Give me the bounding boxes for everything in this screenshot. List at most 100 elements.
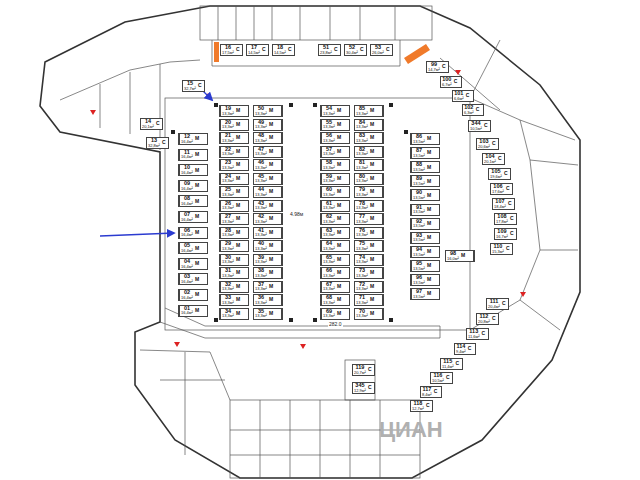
text-stack: 1026,3м²	[464, 105, 474, 115]
storage-room: 1016,6м²С	[452, 90, 474, 102]
area-value: 13,3м²	[323, 193, 335, 197]
text-stack: 1332,8м²	[148, 138, 160, 148]
text-stack: 6613,3м²	[323, 268, 335, 278]
area-value: 13,3м²	[255, 247, 267, 251]
text-stack: 5326,0м²	[372, 45, 384, 55]
type-letter: М	[195, 261, 199, 266]
text-stack: 1617,5м²	[222, 45, 234, 55]
type-letter: М	[461, 253, 465, 258]
text-stack: 9213,5м²	[413, 219, 425, 229]
storage-room: 11120,4м²С	[486, 298, 509, 310]
text-stack: 1116,4м²	[181, 150, 193, 160]
parking-space: 6113,3м²М	[320, 200, 350, 212]
dimension-label: 4.98м	[289, 212, 304, 217]
text-stack: 11511,4м²	[442, 359, 454, 369]
text-stack: 34512,9м²	[354, 383, 366, 393]
parking-space: 9513,5м²М	[410, 260, 440, 272]
area-value: 14,5м²	[274, 51, 286, 55]
text-stack: 1420,1м²	[142, 119, 154, 129]
type-letter: М	[337, 230, 341, 235]
parking-space: 7413,3м²М	[354, 254, 384, 266]
area-value: 13,3м²	[356, 179, 368, 183]
type-letter: С	[446, 375, 450, 380]
storage-room: 1532,7м²С	[182, 80, 205, 92]
parking-space: 4213,3м²М	[253, 213, 283, 225]
area-value: 13,3м²	[255, 233, 267, 237]
area-value: 13,3м²	[222, 274, 234, 278]
type-letter: М	[269, 122, 273, 127]
text-stack: 6213,3м²	[323, 214, 335, 224]
parking-space: 8713,5м²М	[410, 147, 440, 159]
text-stack: 0216,4м²	[181, 290, 193, 300]
type-letter: М	[269, 243, 273, 248]
type-letter: М	[427, 291, 431, 296]
type-letter: М	[370, 270, 374, 275]
area-value: 26,0м²	[372, 51, 384, 55]
type-letter: М	[236, 243, 240, 248]
area-value: 13,3м²	[222, 112, 234, 116]
type-letter: М	[236, 297, 240, 302]
text-stack: 10718,4м²	[494, 199, 506, 209]
parking-space: 3213,3м²М	[219, 281, 249, 293]
type-letter: С	[262, 47, 266, 52]
text-stack: 5913,3м²	[323, 174, 335, 184]
parking-space: 5013,3м²М	[253, 105, 283, 117]
type-letter: М	[337, 243, 341, 248]
text-stack: 7313,3м²	[356, 268, 368, 278]
type-letter: М	[427, 165, 431, 170]
area-value: 16,4м²	[181, 187, 193, 191]
text-stack: 0816,4м²	[181, 196, 193, 206]
area-value: 13,5м²	[413, 238, 425, 242]
parking-space: 7813,3м²М	[354, 200, 384, 212]
text-stack: 6013,3м²	[323, 187, 335, 197]
area-value: 13,5м²	[413, 253, 425, 257]
parking-space: 9713,5м²М	[410, 288, 440, 300]
text-stack: 3713,3м²	[255, 282, 267, 292]
parking-space: 6813,3м²М	[320, 294, 350, 306]
type-letter: М	[195, 199, 199, 204]
area-value: 13,3м²	[323, 166, 335, 170]
parking-space: 0316,4м²М	[178, 273, 208, 285]
area-value: 16,4м²	[181, 280, 193, 284]
storage-room: 10617,6м²С	[490, 183, 513, 195]
type-letter: С	[368, 385, 372, 390]
type-letter: М	[236, 311, 240, 316]
text-stack: 34410,5м²	[470, 121, 482, 131]
area-value: 13,3м²	[222, 179, 234, 183]
storage-room: 34410,5м²С	[468, 120, 491, 132]
text-stack: 8613,5м²	[413, 134, 425, 144]
text-stack: 11015,3м²	[492, 244, 504, 254]
storage-room: 1026,3м²С	[462, 104, 484, 116]
text-stack: 1532,7м²	[184, 81, 196, 91]
area-value: 13,5м²	[413, 267, 425, 271]
area-value: 13,3м²	[222, 301, 234, 305]
text-stack: 5513,3м²	[323, 120, 335, 130]
text-stack: 11812,7м²	[412, 401, 424, 411]
type-letter: С	[476, 107, 480, 112]
text-stack: 10519,6м²	[490, 169, 502, 179]
parking-space: 7013,3м²М	[354, 308, 384, 320]
area-value: 13,3м²	[356, 125, 368, 129]
type-letter: С	[236, 47, 240, 52]
parking-space: 4913,3м²М	[253, 119, 283, 131]
text-stack: 4013,3м²	[255, 241, 267, 251]
type-letter: М	[269, 189, 273, 194]
text-stack: 11610,5м²	[432, 373, 444, 383]
area-value: 13,3м²	[255, 301, 267, 305]
type-letter: С	[360, 47, 364, 52]
area-value: 13,3м²	[356, 247, 368, 251]
area-value: 16,4м²	[181, 296, 193, 300]
type-letter: С	[482, 331, 486, 336]
area-value: 12,9м²	[354, 389, 366, 393]
type-letter: М	[337, 149, 341, 154]
parking-space: 5613,3м²М	[320, 132, 350, 144]
text-stack: 8813,5м²	[413, 162, 425, 172]
area-value: 13,3м²	[255, 287, 267, 291]
area-value: 17,8м²	[496, 220, 508, 224]
parking-space: 9213,5м²М	[410, 218, 440, 230]
parking-space: 8613,5м²М	[410, 133, 440, 145]
area-value: 13,3м²	[222, 233, 234, 237]
text-stack: 9513,5м²	[413, 261, 425, 271]
parking-space: 6213,3м²М	[320, 213, 350, 225]
type-letter: М	[195, 277, 199, 282]
